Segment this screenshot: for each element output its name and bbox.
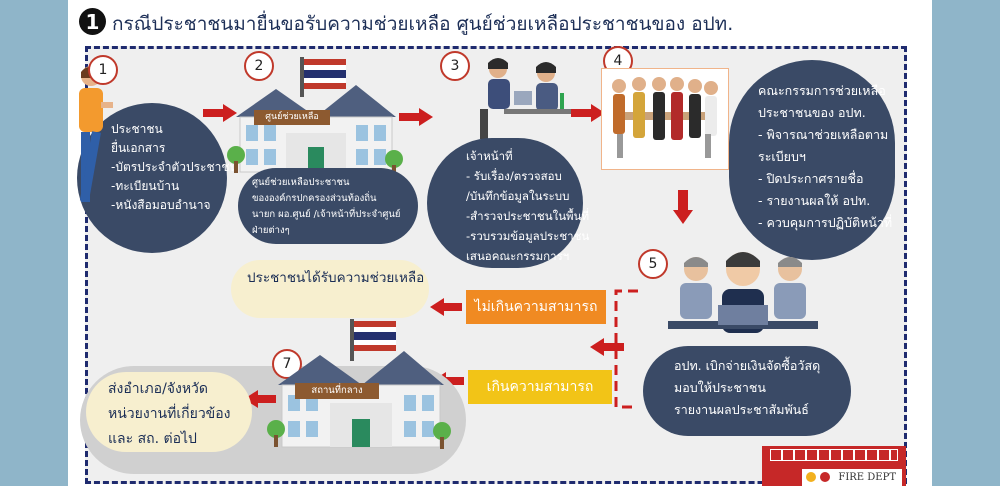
step3-number: 3: [440, 51, 470, 81]
building-sign: ศูนย์ช่วยเหลือ: [254, 110, 330, 125]
step4-circle: [729, 60, 895, 260]
fire-truck-ladder: [770, 449, 898, 461]
fire-truck-label: FIRE DEPT: [802, 469, 902, 486]
step1-number: 1: [88, 55, 118, 85]
step7-text: ส่งอำเภอ/จังหวัด หน่วยงานที่เกี่ยวข้อง แ…: [108, 381, 231, 447]
arrow-left-icon: [430, 298, 462, 316]
step5-text: อปท. เบิกจ่ายเงินจัดซื้อวัสดุ มอบให้ประช…: [674, 358, 821, 417]
person-standing-icon: [79, 66, 113, 202]
step5-number: 5: [638, 249, 668, 279]
arrow-left-icon: [244, 390, 276, 408]
result-text: ประชาชนได้รับความช่วยเหลือ: [247, 270, 425, 286]
step1-text: ประชาชน ยื่นเอกสาร -บัตรประจำตัวประชาชน …: [111, 122, 238, 212]
step3-circle: [427, 138, 583, 268]
step2-box: [238, 168, 418, 244]
arrow-right-icon: [203, 104, 237, 122]
committee-meeting-icon: [612, 77, 718, 158]
central-building-sign: สถานที่กลาง: [295, 383, 379, 399]
step2-text: ศูนย์ช่วยเหลือประชาชน ขององค์กรปกครองส่ว…: [252, 177, 401, 236]
fire-truck-badge-icon: [806, 472, 816, 482]
arrow-left-icon: [590, 338, 624, 356]
arrow-right-icon: [571, 104, 605, 122]
cloud-decoration: [450, 0, 500, 6]
page-title: กรณีประชาชนมายื่นขอรับความช่วยเหลือ ศูนย…: [112, 13, 734, 35]
within-capacity-label: ไม่เกินความสามารถ: [466, 290, 606, 324]
arrow-right-icon: [399, 108, 433, 126]
title-number-badge: 1: [79, 8, 106, 35]
result-box: [231, 260, 429, 318]
step2-number: 2: [244, 51, 274, 81]
office-workers-icon: [480, 58, 574, 139]
officials-at-desk-icon: [668, 252, 818, 333]
step5-box: [643, 346, 851, 436]
fire-truck-light-icon: [820, 472, 830, 482]
arrow-down-icon: [673, 190, 693, 224]
step3-text: เจ้าหน้าที่ - รับเรื่อง/ตรวจสอบ /บันทึกข…: [466, 149, 590, 263]
beyond-capacity-label: เกินความสามารถ: [468, 370, 612, 404]
step7-box: [86, 372, 252, 452]
step4-text: คณะกรรมการช่วยเหลือ ประชาชนของ อปท. - พิ…: [758, 83, 893, 230]
